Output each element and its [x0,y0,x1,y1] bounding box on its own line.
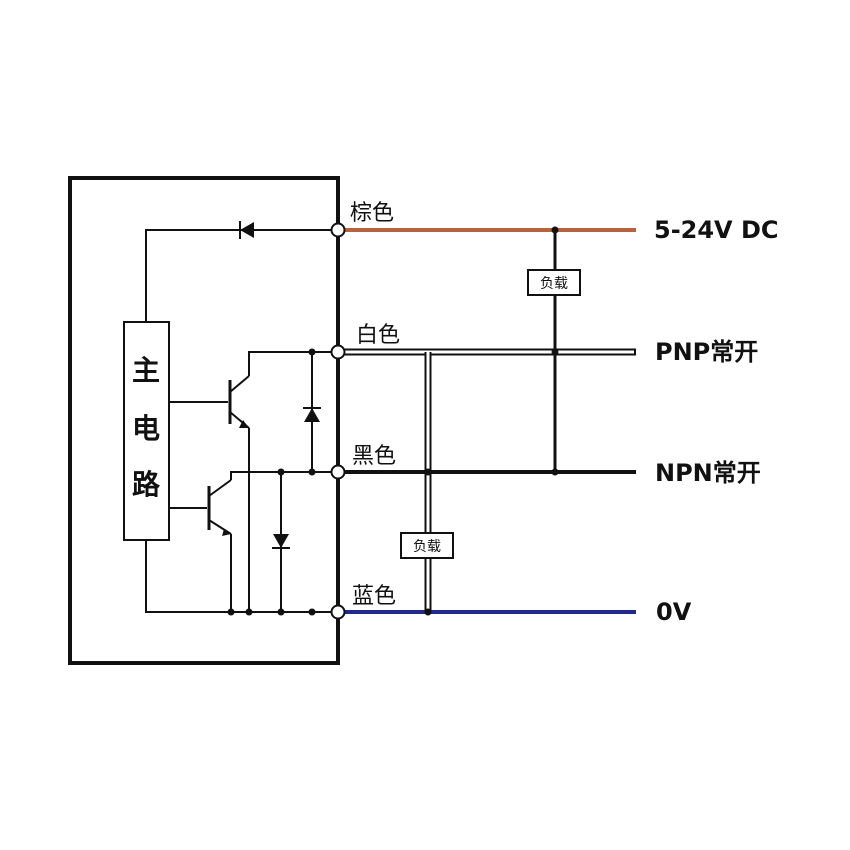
junction-dot [277,468,285,476]
main-circuit-char-2: 电 [132,412,160,445]
terminal-black [330,464,346,480]
lower-load-box [400,532,454,559]
blue-wire-label: 蓝色 [352,584,396,609]
junction-dot [308,348,316,356]
main-circuit-char-3: 路 [132,468,161,501]
ground-internal-line [145,540,338,613]
black-wire-label: 黑色 [352,444,396,469]
upper-load-label: 负载 [540,276,568,292]
junction-dot [551,348,559,356]
npn-output-label: NPN常开 [655,459,761,487]
pnp-transistor [169,351,338,470]
terminal-blue [330,604,346,620]
supply-diode [239,221,254,239]
main-circuit-char-1: 主 [132,354,160,387]
npn-transistor [169,471,338,612]
terminal-brown [330,222,346,238]
supply-output-label: 5-24V DC [654,216,779,244]
junction-dot [424,608,432,616]
zero-volt-label: 0V [656,598,692,626]
junction-dot [308,468,316,476]
junction-dot [308,608,316,616]
brown-wire-label: 棕色 [350,201,394,226]
junction-dot [245,608,253,616]
junction-dot [424,468,432,476]
white-wire-label: 白色 [356,323,400,348]
main-circuit-block [123,321,170,541]
supply-internal-line [145,229,338,322]
pnp-arrow [239,420,249,428]
pnp-output-label: PNP常开 [655,338,758,366]
junction-dot [551,468,559,476]
white-protection-diode [303,407,321,422]
sensor-housing [68,176,340,665]
junction-dot [227,608,235,616]
upper-load-box [527,269,581,296]
junction-dot [551,226,559,234]
npn-arrow [222,529,231,536]
terminal-white [330,344,346,360]
lower-load-label: 负载 [413,539,441,555]
black-protection-diode [272,534,290,549]
junction-dot [277,608,285,616]
